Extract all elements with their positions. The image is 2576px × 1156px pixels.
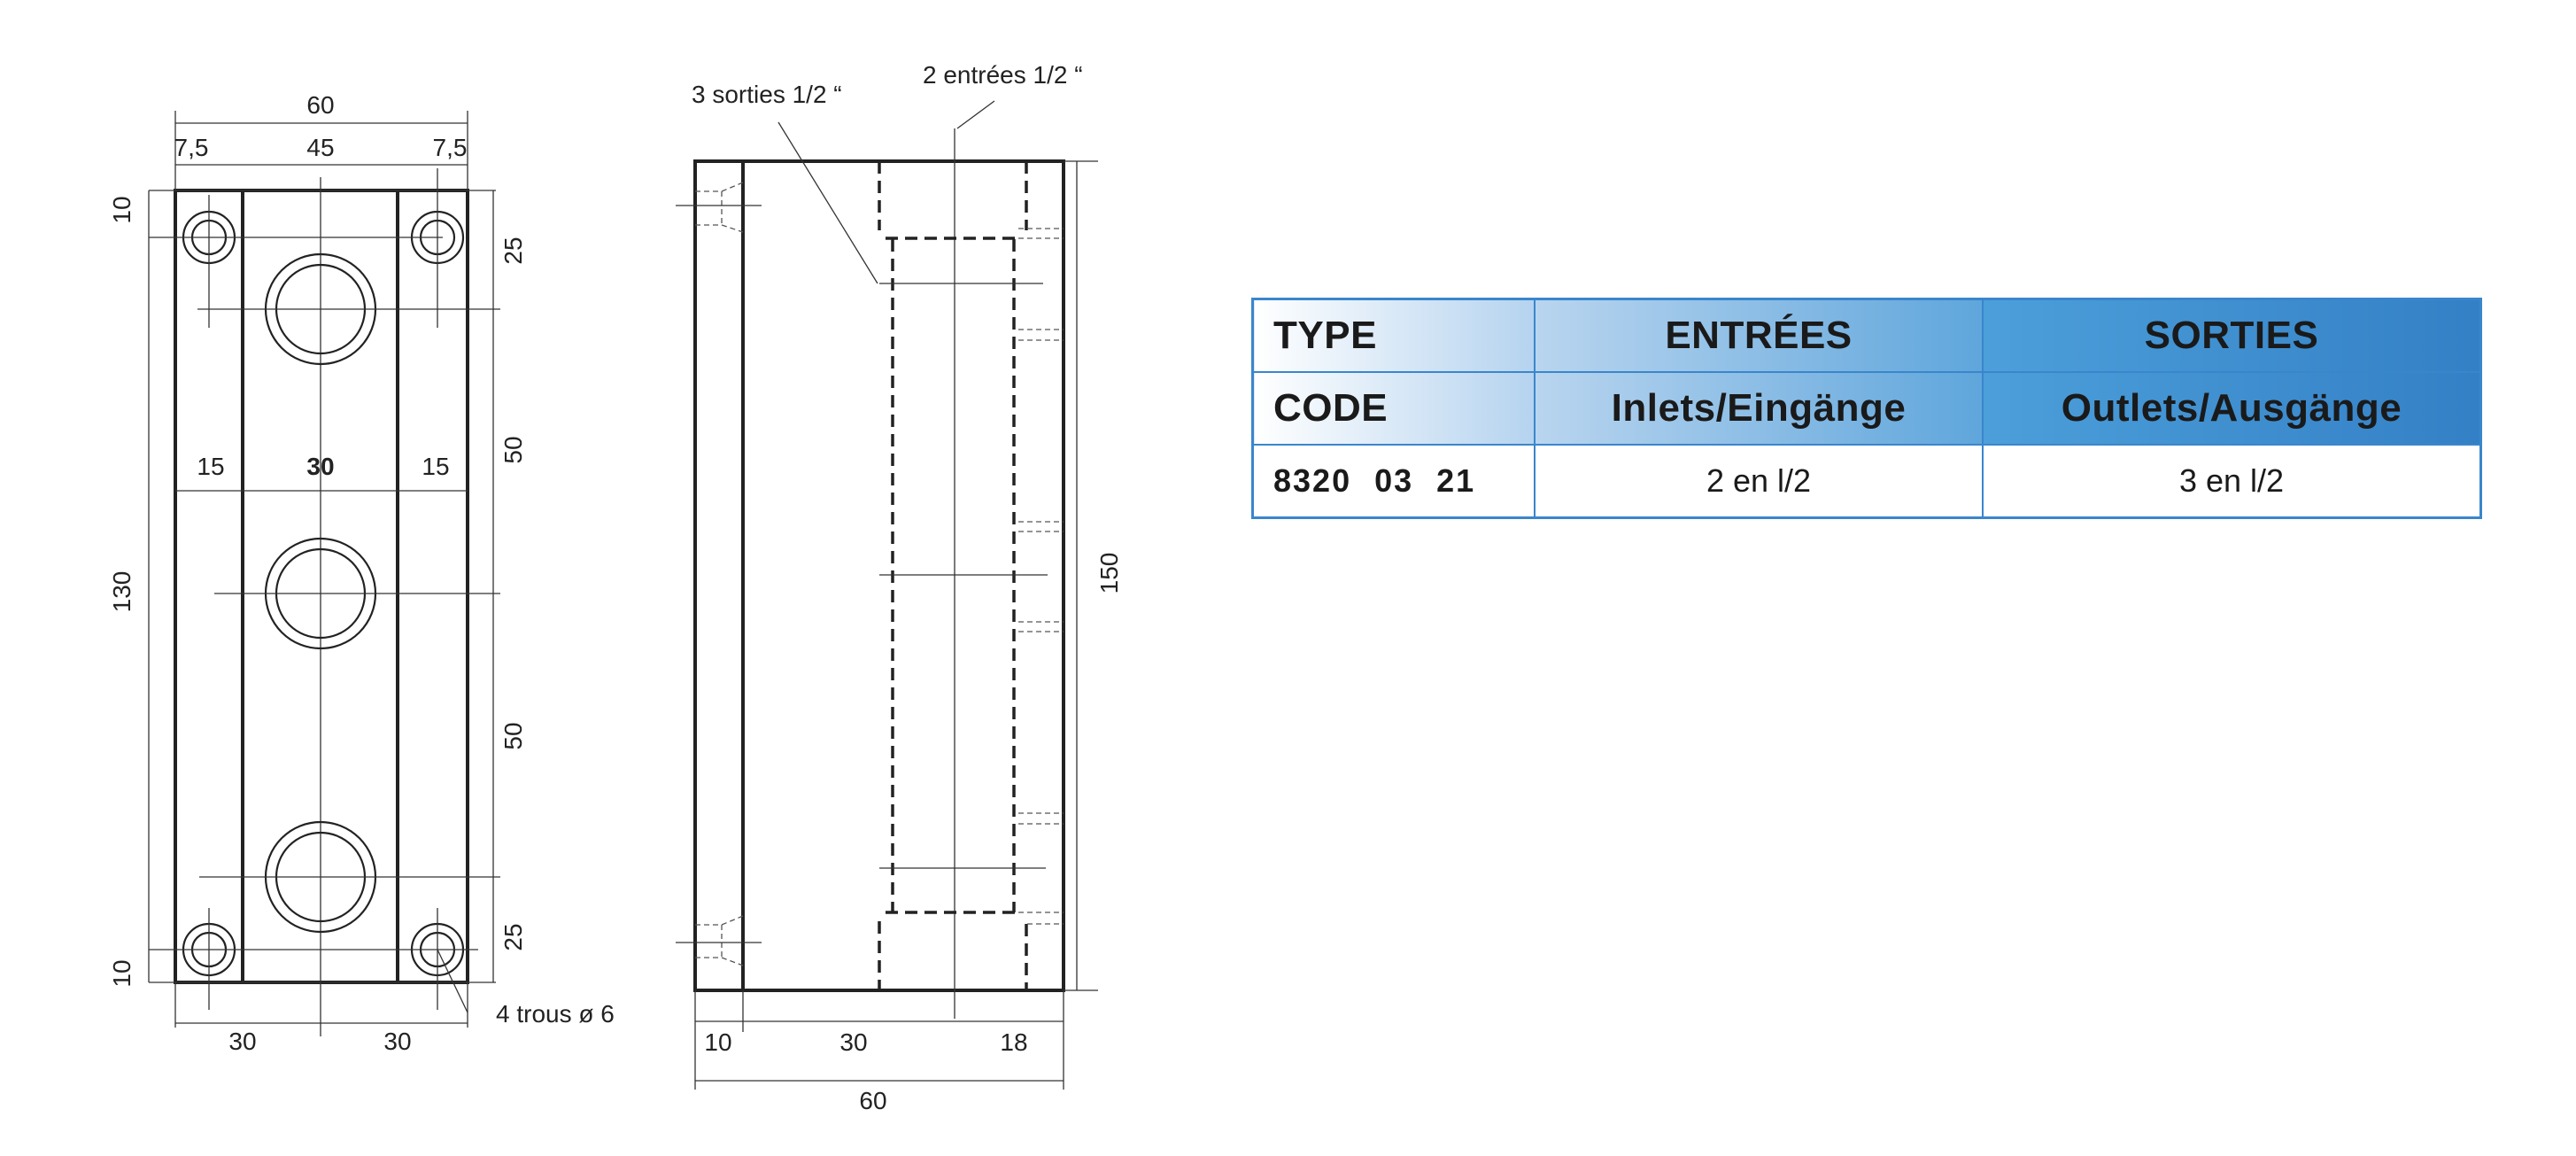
dim-mid: 30: [839, 1028, 867, 1056]
dim-half-right: 30: [383, 1028, 411, 1055]
spec-table: TYPE ENTRÉES SORTIES CODE Inlets/Eingäng…: [1251, 298, 2482, 519]
dim-hole-spacing: 45: [306, 134, 334, 161]
dim-hole-span: 130: [108, 571, 135, 613]
header-outlets-sub: Outlets/Ausgänge: [1982, 371, 2482, 446]
side-ports: [695, 182, 1064, 966]
side-axis-lines: [676, 100, 1098, 1090]
header-outlets: SORTIES: [1982, 298, 2482, 373]
front-view: 60 7,5 45 7,5 10 130 10 25 50 50 25 15 3…: [108, 91, 615, 1055]
front-axis-lines: [148, 111, 500, 1028]
internal-bores: [878, 161, 1028, 990]
dim-right: 18: [1000, 1028, 1027, 1056]
dim-bottom-edge: 10: [108, 959, 135, 987]
header-code: CODE: [1251, 371, 1536, 446]
header-inlets-sub: Inlets/Eingänge: [1534, 371, 1984, 446]
dim-pitch-mid1: 50: [499, 436, 527, 463]
cell-inlets: 2 en l/2: [1534, 444, 1984, 519]
dim-half-left: 30: [228, 1028, 256, 1055]
holes-note: 4 trous ø 6: [496, 1000, 615, 1028]
inlets-note: 2 entrées 1/2 “: [923, 61, 1083, 89]
dim-edge-left: 7,5: [174, 134, 209, 161]
dim-pitch-top: 25: [499, 237, 527, 264]
header-row-2: CODE Inlets/Eingänge Outlets/Ausgänge: [1251, 371, 2482, 446]
dim-strip-center: 30: [306, 453, 334, 480]
dim-strip-left: 15: [197, 453, 224, 480]
side-outline: [693, 159, 1065, 992]
dim-pitch-mid2: 50: [499, 722, 527, 749]
header-type: TYPE: [1251, 298, 1536, 373]
dim-total: 60: [859, 1087, 886, 1114]
dim-overall-width: 60: [306, 91, 334, 119]
dim-pitch-bottom: 25: [499, 923, 527, 950]
cell-code: 8320 03 21: [1251, 444, 1536, 519]
cell-outlets: 3 en l/2: [1982, 444, 2482, 519]
dim-height: 150: [1095, 553, 1123, 594]
outlets-note: 3 sorties 1/2 “: [692, 81, 842, 108]
dim-edge-right: 7,5: [433, 134, 468, 161]
table-row: 8320 03 21 2 en l/2 3 en l/2: [1251, 444, 2482, 519]
header-row-1: TYPE ENTRÉES SORTIES: [1251, 298, 2482, 373]
dim-flange: 10: [704, 1028, 731, 1056]
header-inlets: ENTRÉES: [1534, 298, 1984, 373]
dim-strip-right: 15: [422, 453, 449, 480]
dim-top-edge: 10: [108, 196, 135, 223]
side-view: 3 sorties 1/2 “ 2 entrées 1/2 “ 150 10 3…: [676, 61, 1123, 1114]
